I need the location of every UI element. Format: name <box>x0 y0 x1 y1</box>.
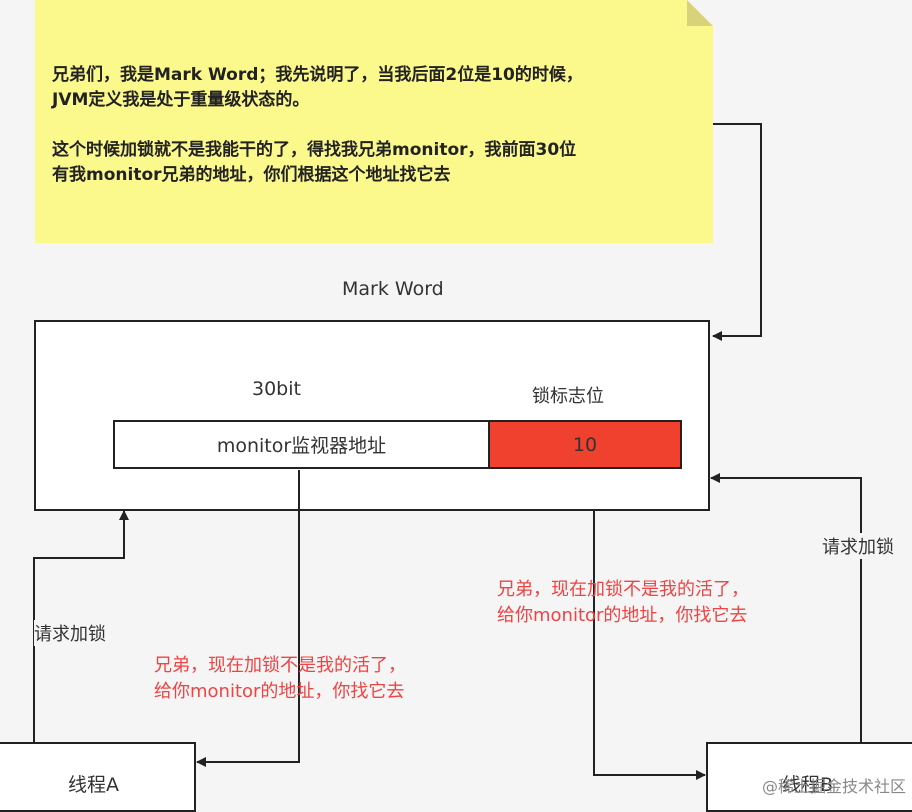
arrow-thread-b-request <box>710 473 862 742</box>
response-text-a: 兄弟，现在加锁不是我的活了， 给你monitor的地址，你找它去 <box>154 655 406 702</box>
watermark: @稀土掘金技术社区 <box>761 777 906 796</box>
note-text: 兄弟们，我是Mark Word；我先说明了，当我后面2位是10的时候， JVM定… <box>52 63 702 213</box>
note-paragraph-2: 这个时候加锁就不是我能干的了，得找我兄弟monitor，我前面30位 有我mon… <box>52 140 577 185</box>
thread-a-box: 线程A <box>0 742 196 812</box>
lock-flag-field: 10 <box>488 420 682 469</box>
thread-a-label: 线程A <box>68 774 119 796</box>
note-paragraph-1: 兄弟们，我是Mark Word；我先说明了，当我后面2位是10的时候， JVM定… <box>52 65 583 110</box>
label-lock-flag: 锁标志位 <box>532 386 604 407</box>
request-lock-label-a: 请求加锁 <box>34 620 106 646</box>
arrow-thread-a-request <box>33 510 129 742</box>
mark-word-box <box>34 320 710 511</box>
response-text-b: 兄弟，现在加锁不是我的活了， 给你monitor的地址，你找它去 <box>497 579 749 626</box>
mark-word-title: Mark Word <box>342 278 444 300</box>
arrow-markword-to-thread-b <box>593 511 706 780</box>
sticky-note <box>35 0 713 243</box>
label-30bit: 30bit <box>252 378 301 400</box>
arrow-note-to-markword <box>712 123 762 341</box>
thread-b-label: 线程B <box>782 774 834 796</box>
monitor-address-field: monitor监视器地址 <box>113 420 490 469</box>
arrow-monitor-to-thread-a <box>196 470 300 767</box>
request-lock-label-b: 请求加锁 <box>822 533 894 559</box>
